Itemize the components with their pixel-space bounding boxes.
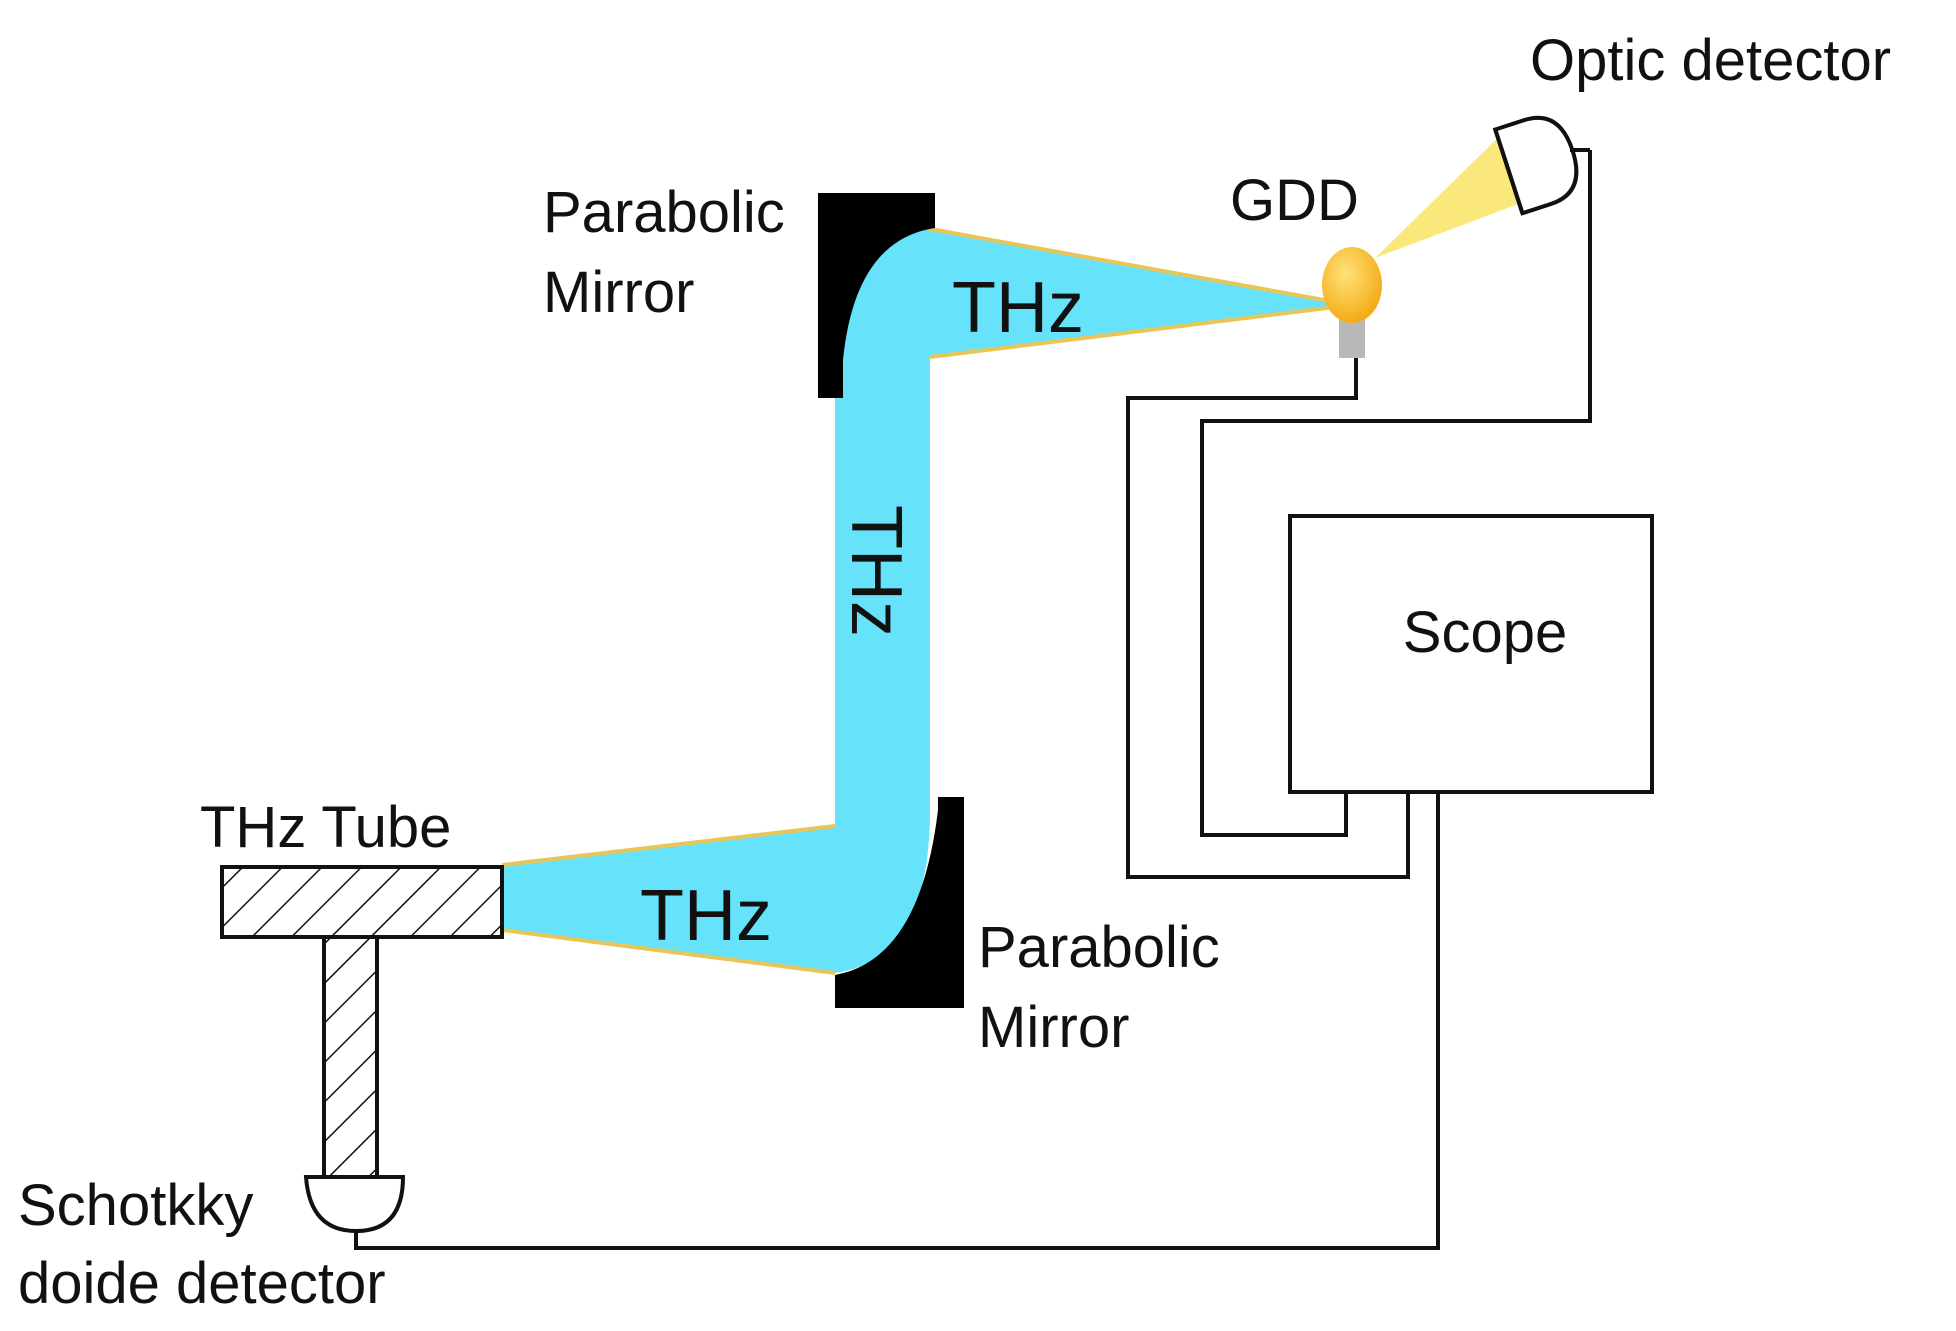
parabolic-mirror-bottom [835, 797, 964, 1008]
wire-optic-to-scope [1200, 150, 1592, 837]
thz-bottom-label: THz [640, 876, 772, 956]
beam-top-segment [925, 228, 1335, 357]
optic-cone [1375, 124, 1534, 258]
thz-vertical-label: THz [836, 505, 916, 637]
parabolic-mirror-top-label-1: Parabolic [543, 180, 785, 245]
schottky-label-2: doide detector [18, 1251, 386, 1316]
beam-vertical-segment [835, 228, 930, 1000]
thz-beam [501, 226, 1336, 1000]
gdd-bulb [1322, 247, 1382, 323]
wire-schottky-to-scope [354, 792, 1440, 1250]
parabolic-mirror-top-label-2: Mirror [543, 260, 694, 325]
gdd-lamp [1322, 124, 1534, 358]
parabolic-mirror-top [818, 193, 935, 398]
thz-tube-stem [322, 935, 379, 1179]
gdd-label: GDD [1230, 168, 1359, 233]
scope-box [1288, 514, 1654, 794]
schottky-label-1: Schotkky [18, 1173, 253, 1238]
wires [354, 150, 1592, 1250]
optic-detector-label: Optic detector [1530, 28, 1891, 93]
scope-label: Scope [1403, 600, 1567, 665]
thz-top-label: THz [952, 268, 1084, 348]
parabolic-mirror-bottom-label-2: Mirror [978, 995, 1129, 1060]
schottky-detector-icon [303, 1175, 406, 1234]
parabolic-mirror-bottom-label-1: Parabolic [978, 915, 1220, 980]
wire-gdd-to-scope [1126, 358, 1410, 879]
thz-tube-label: THz Tube [200, 795, 451, 860]
thz-tube-body [220, 865, 504, 939]
beam-bottom-segment [502, 826, 835, 973]
